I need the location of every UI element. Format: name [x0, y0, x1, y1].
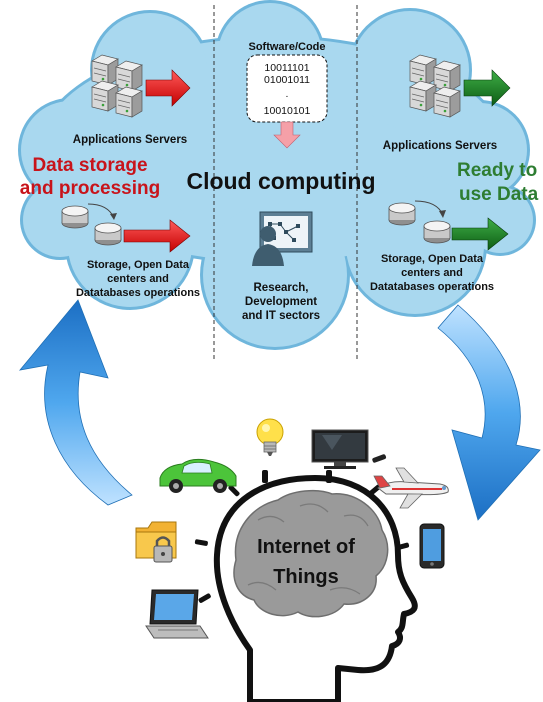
red-arrow-servers — [145, 69, 191, 107]
lightbulb-icon — [256, 418, 284, 456]
pink-down-arrow — [273, 121, 301, 149]
code-line-4: 10010101 — [264, 105, 311, 117]
middle-line3: and IT sectors — [242, 310, 320, 322]
code-line-2: 01001011 — [264, 74, 310, 86]
smartphone-icon — [419, 523, 445, 569]
laptop-icon — [145, 589, 209, 639]
software-label: Software/Code — [248, 41, 325, 53]
monitor-icon — [311, 429, 387, 469]
cloud-title: Cloud computing — [186, 168, 375, 194]
right-storage-line1: Storage, Open Data — [381, 253, 484, 265]
iot-line1: Internet of — [257, 536, 355, 558]
server-icon — [91, 54, 143, 118]
brain-shape — [233, 489, 389, 618]
middle-line2: Development — [245, 296, 317, 308]
brain-folds — [247, 503, 369, 595]
database-icon — [61, 203, 122, 246]
left-caption-line1: Data storage — [32, 155, 147, 176]
green-arrow-storage — [451, 217, 509, 251]
server-icon — [409, 54, 461, 118]
cycle-arrow-up-left — [18, 299, 133, 506]
right-caption-line2: use Data — [459, 184, 539, 205]
airplane-icon — [373, 467, 449, 509]
folder-lock-icon — [135, 521, 177, 563]
right-servers-label: Applications Servers — [383, 140, 497, 152]
left-caption-line2: and processing — [20, 178, 160, 199]
left-servers-label: Applications Servers — [73, 134, 187, 146]
red-arrow-storage — [123, 219, 191, 253]
middle-line1: Research, — [254, 282, 309, 294]
right-storage-line3: Datatabases operations — [370, 281, 494, 293]
code-line-3: . — [286, 88, 289, 100]
iot-line2: Things — [273, 566, 339, 588]
radiating-dashes — [194, 470, 410, 603]
left-storage-line3: Datatabases operations — [76, 287, 200, 299]
car-icon — [159, 458, 237, 493]
code-line-1: 10011101 — [264, 62, 309, 74]
code-box — [246, 54, 328, 123]
green-arrow-servers — [463, 69, 511, 107]
left-storage-line1: Storage, Open Data — [87, 259, 190, 271]
left-storage-line2: centers and — [107, 273, 169, 285]
cycle-arrow-down-right — [437, 304, 541, 521]
right-caption-line1: Ready to — [457, 160, 537, 181]
researcher-icon — [252, 211, 313, 266]
right-storage-line2: centers and — [401, 267, 463, 279]
database-icon — [388, 200, 451, 244]
